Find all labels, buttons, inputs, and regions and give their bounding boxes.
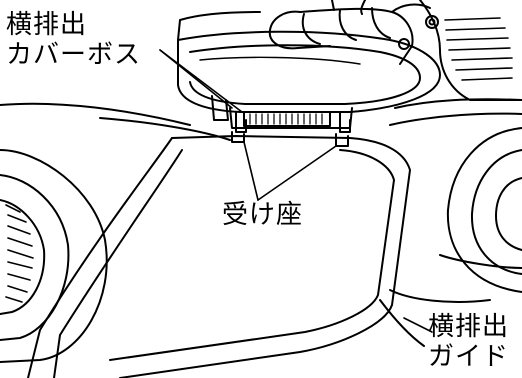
label-side-discharge-guide: 横排出 ガイド	[428, 312, 510, 372]
leader-seat-1	[244, 142, 258, 200]
side-discharge-cover	[178, 12, 440, 132]
leader-lines	[160, 50, 432, 332]
right-wheel	[448, 128, 522, 292]
left-wheel	[0, 150, 107, 362]
hand	[270, 0, 430, 64]
leader-cover-boss-2	[160, 50, 242, 112]
engine-housing	[399, 0, 522, 100]
leader-guide	[404, 318, 432, 332]
leader-seat-2	[258, 146, 336, 200]
side-discharge-guide	[28, 132, 424, 378]
label-receiving-seat: 受け座	[222, 200, 304, 230]
label-side-discharge-cover-boss: 横排出 カバーボス	[6, 10, 142, 70]
